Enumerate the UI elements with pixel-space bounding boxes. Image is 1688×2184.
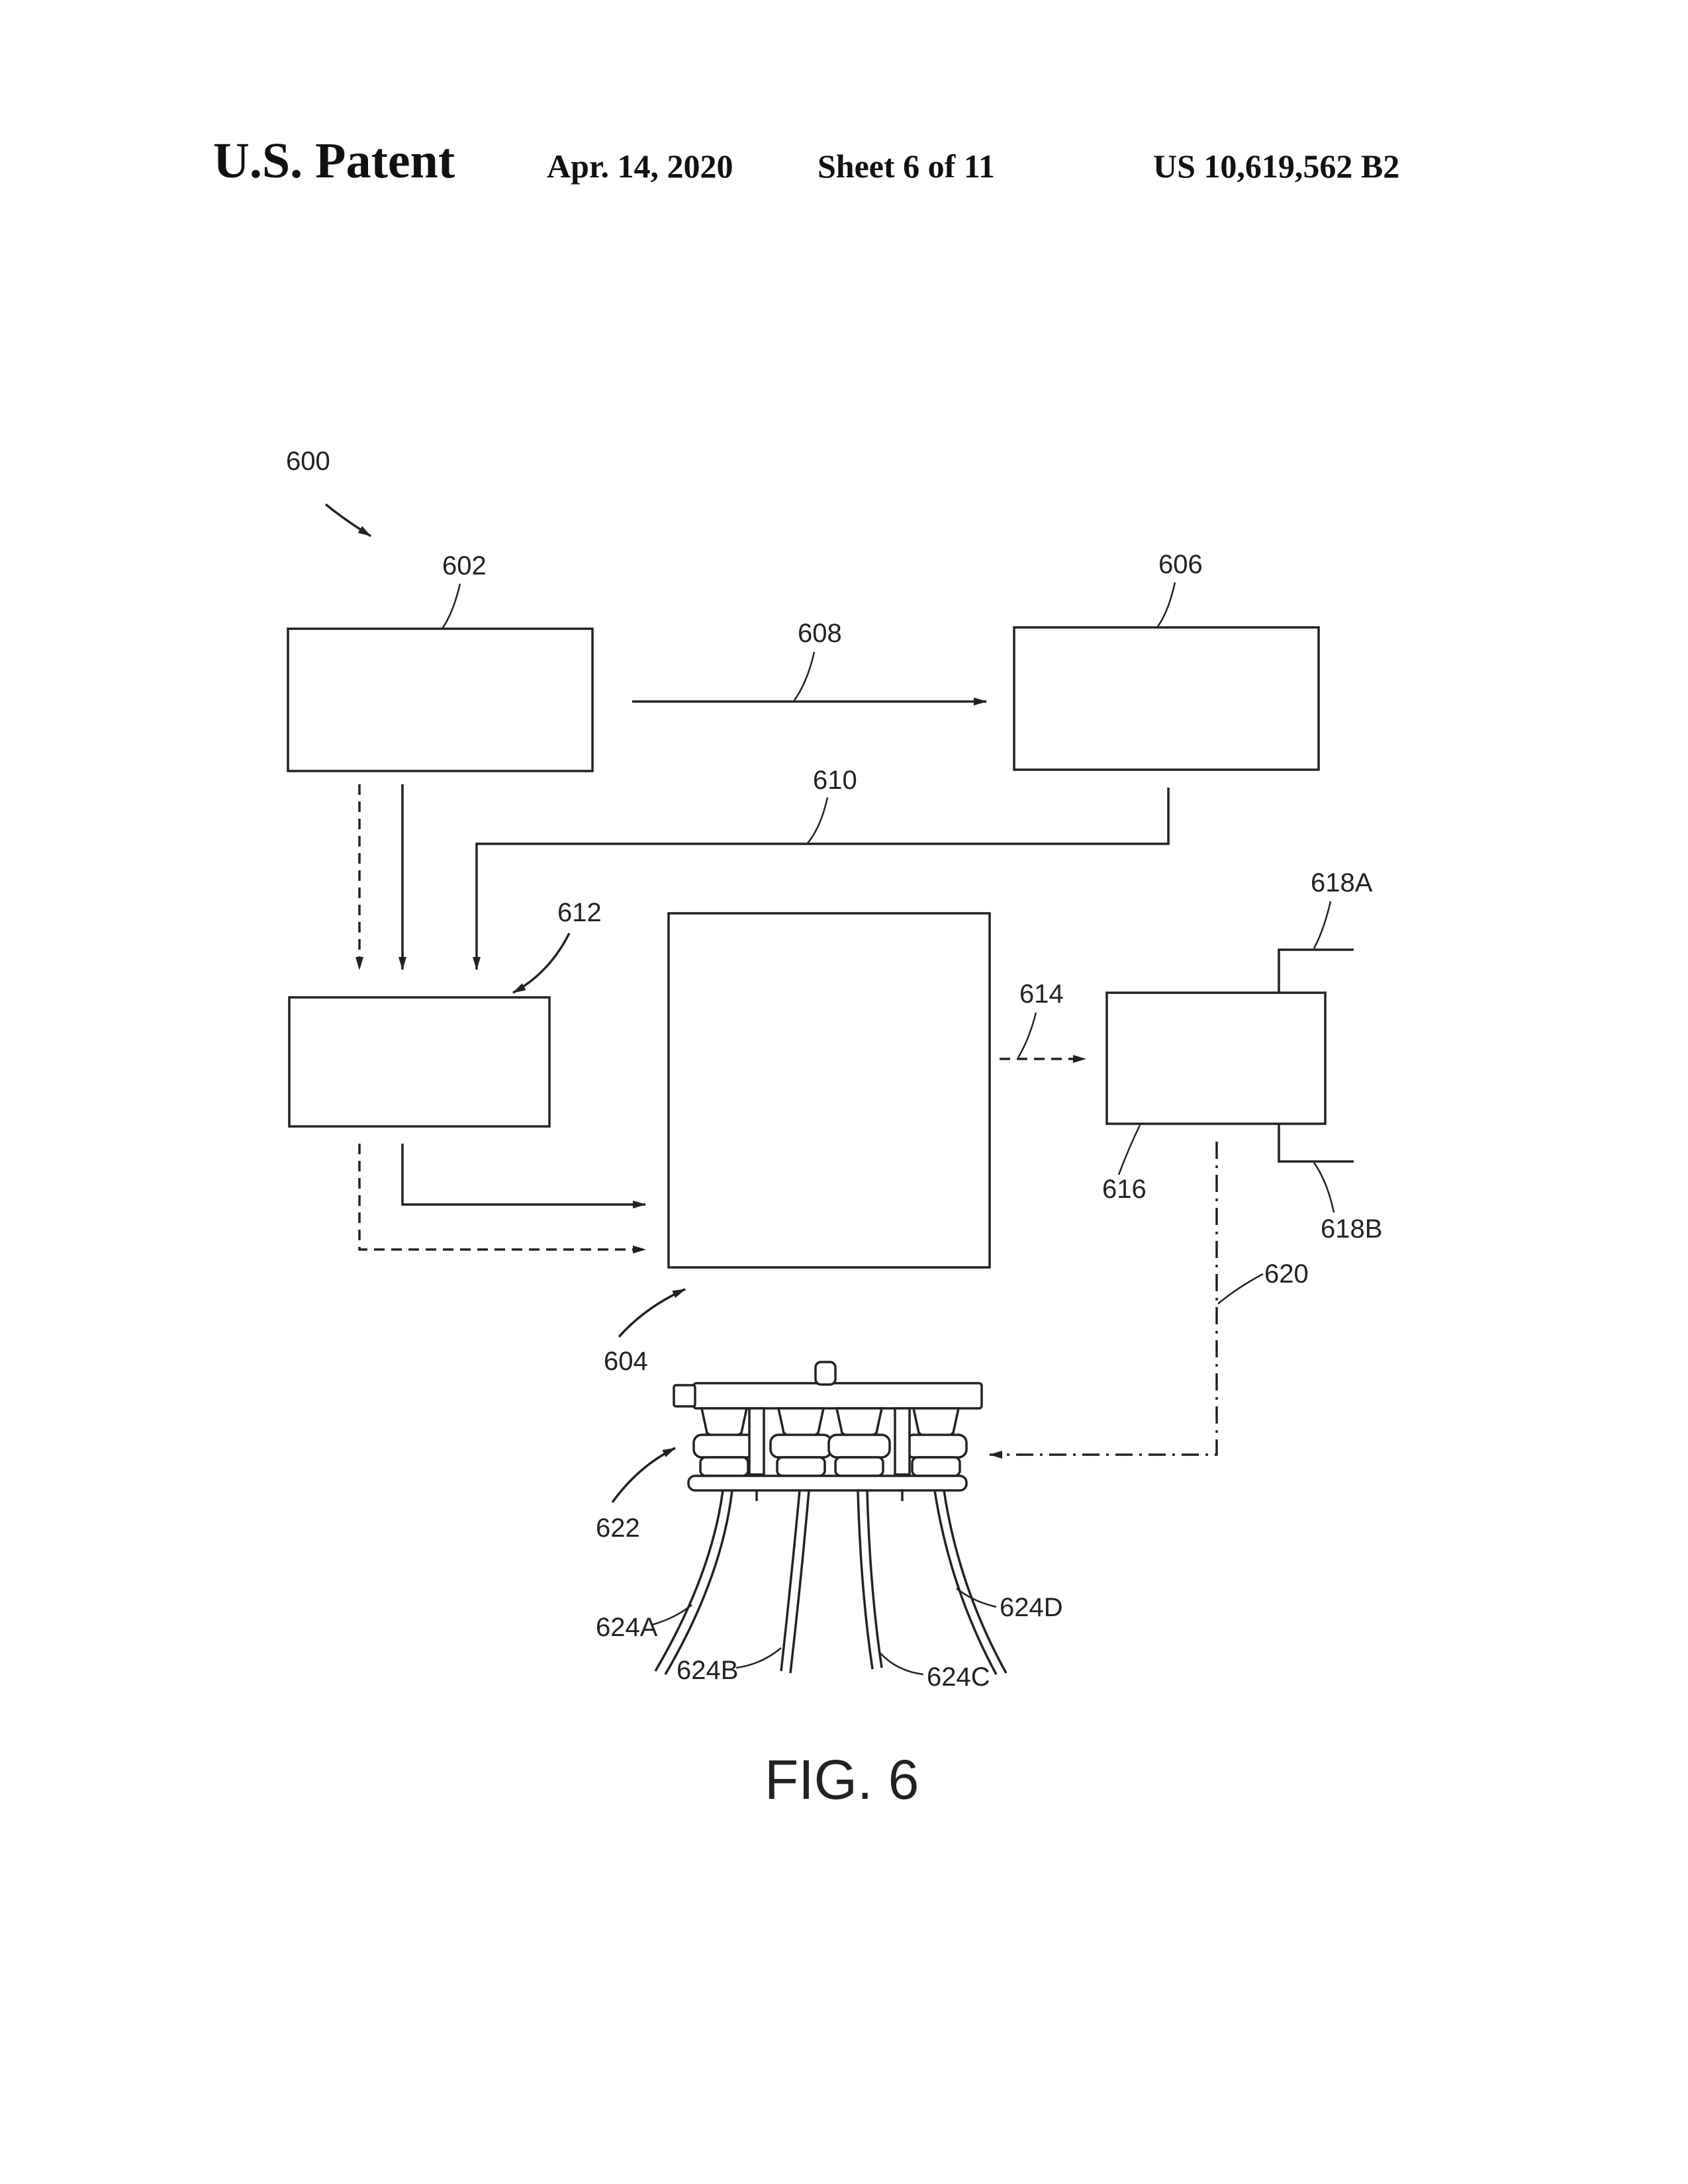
ref-618A: 618A <box>1311 868 1373 897</box>
ref-606: 606 <box>1158 550 1203 579</box>
box-606 <box>1014 627 1319 770</box>
arrow-600 <box>326 504 371 536</box>
ref-616: 616 <box>1102 1175 1147 1204</box>
ref-620: 620 <box>1264 1259 1309 1289</box>
arrow-622 <box>612 1448 675 1502</box>
injector-rail-622 <box>674 1362 982 1501</box>
leader-618B <box>1314 1163 1334 1212</box>
leader-616 <box>1119 1125 1140 1175</box>
ref-622: 622 <box>596 1514 640 1543</box>
ref-600: 600 <box>286 447 330 476</box>
leader-602 <box>442 584 460 629</box>
leader-620 <box>1218 1274 1263 1304</box>
connector-618B <box>1279 1124 1354 1161</box>
leader-606 <box>1157 582 1175 627</box>
leader-624B <box>736 1648 781 1668</box>
arrow-604 <box>619 1289 685 1337</box>
ref-608: 608 <box>798 619 842 648</box>
ref-612: 612 <box>557 898 602 927</box>
arrow-612 <box>513 933 569 993</box>
hoses-624 <box>655 1490 1006 1674</box>
box-602 <box>288 629 592 771</box>
ref-602: 602 <box>442 551 487 580</box>
solid-arrow-612-604 <box>402 1144 645 1205</box>
leader-624C <box>880 1653 923 1674</box>
leader-608 <box>794 652 814 700</box>
ref-610: 610 <box>813 766 857 795</box>
connector-618A <box>1279 950 1354 993</box>
box-604 <box>669 913 990 1267</box>
ref-624D: 624D <box>1000 1593 1063 1622</box>
ref-614: 614 <box>1019 979 1064 1009</box>
figure-label: FIG. 6 <box>765 1749 919 1811</box>
ref-618B: 618B <box>1321 1214 1382 1244</box>
leader-618A <box>1314 901 1331 948</box>
ref-604: 604 <box>604 1347 648 1376</box>
ref-624C: 624C <box>927 1662 990 1692</box>
leader-610 <box>808 797 827 843</box>
box-616 <box>1107 993 1325 1124</box>
box-612 <box>289 997 549 1126</box>
ref-624B: 624B <box>677 1656 738 1685</box>
ref-624A: 624A <box>596 1613 658 1642</box>
leader-614 <box>1018 1013 1036 1058</box>
